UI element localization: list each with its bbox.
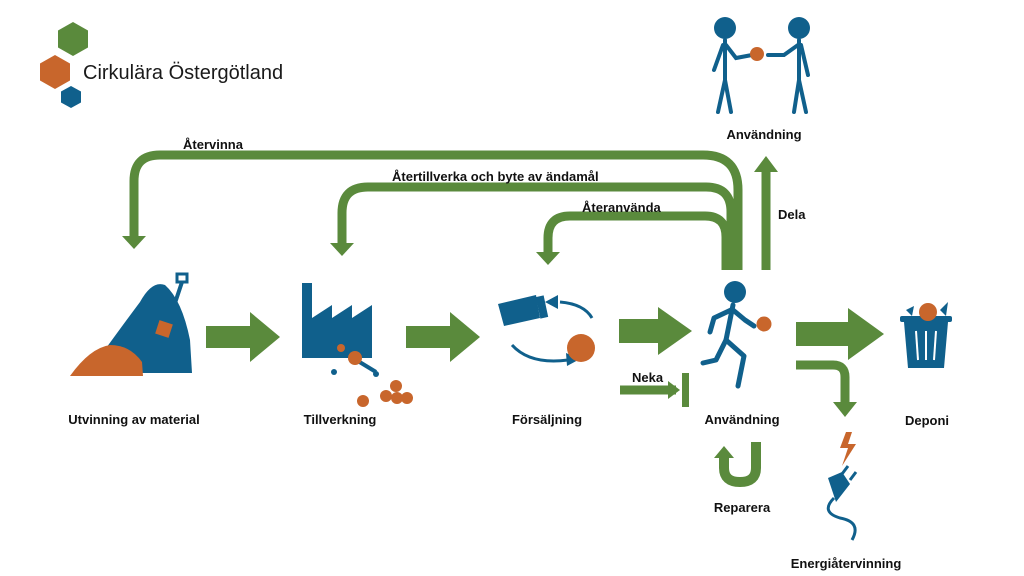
label-extraction: Utvinning av material <box>68 412 199 427</box>
handover-people-icon <box>712 17 810 114</box>
exchange-cycle-icon <box>498 295 595 366</box>
remanufacture-loop-line <box>337 182 736 270</box>
walking-person-icon <box>700 281 772 389</box>
label-use-sharing: Användning <box>726 127 801 142</box>
label-share: Dela <box>778 207 806 222</box>
trash-can-icon <box>900 302 952 368</box>
label-remanufacture: Återtillverka och byte av ändamål <box>392 169 599 184</box>
recycle-arrowhead-icon <box>122 236 146 249</box>
label-refuse: Neka <box>632 370 664 385</box>
label-use: Användning <box>704 412 779 427</box>
label-recycle: Återvinna <box>183 137 244 152</box>
material-heap-icon <box>70 272 192 376</box>
label-repair: Reparera <box>714 500 771 515</box>
flow-arrow-4-icon <box>796 308 884 360</box>
brand-name: Cirkulära Östergötland <box>83 62 283 84</box>
label-landfill: Deponi <box>905 413 949 428</box>
flow-arrow-2-icon <box>406 312 480 362</box>
factory-icon <box>302 283 413 407</box>
label-reuse: Återanvända <box>582 200 662 215</box>
power-plug-icon <box>826 432 858 541</box>
remanufacture-arrowhead-icon <box>330 243 354 256</box>
feedback-loops <box>129 150 850 402</box>
recycle-loop-line <box>129 150 743 270</box>
landfill-branch-arrowhead-icon <box>833 402 857 417</box>
share-arrowhead-icon <box>754 156 778 172</box>
u-turn-arrow-icon <box>714 442 761 488</box>
hexagon-logo-icon <box>40 22 88 108</box>
label-energy-recovery: Energiåtervinning <box>791 556 902 571</box>
reuse-loop-line <box>543 211 731 270</box>
label-sales: Försäljning <box>512 412 582 427</box>
label-manufacturing: Tillverkning <box>304 412 377 427</box>
reuse-arrowhead-icon <box>536 252 560 265</box>
flow-arrow-1-icon <box>206 312 280 362</box>
landfill-branch-line <box>796 360 850 402</box>
flow-arrow-3-icon <box>619 307 692 355</box>
refuse-arrowhead-icon <box>668 381 680 399</box>
refuse-bar-icon <box>682 373 689 407</box>
